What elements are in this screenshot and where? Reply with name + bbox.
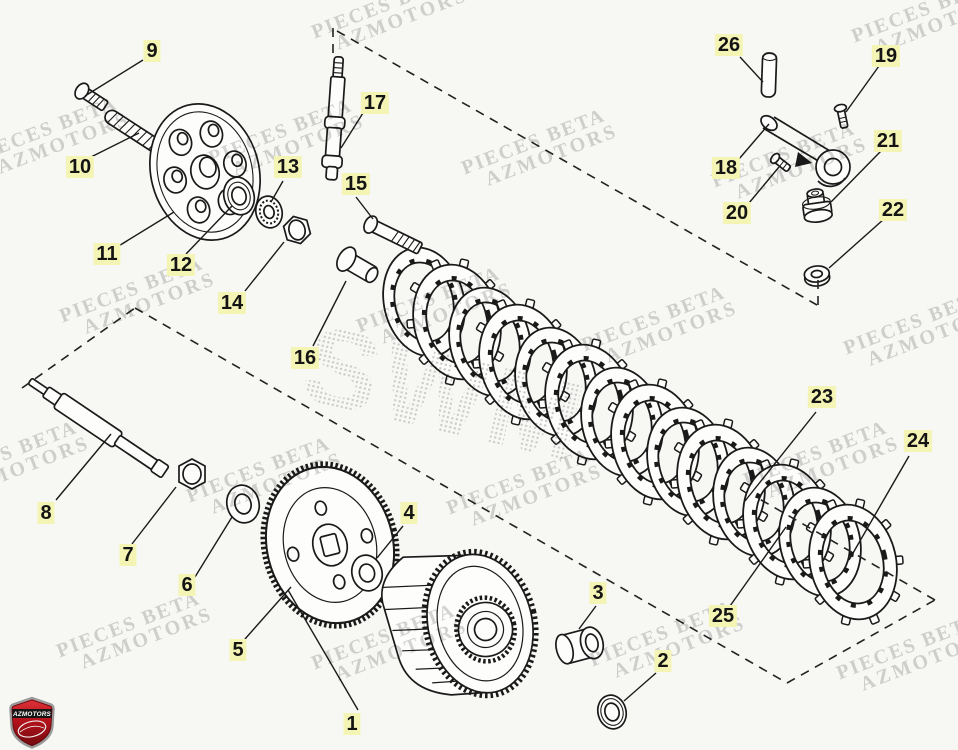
part-label-16: 16 bbox=[290, 347, 320, 369]
part-label-9: 9 bbox=[143, 40, 161, 62]
part-20-screw bbox=[769, 152, 792, 172]
logo-shield-inner-line bbox=[11, 699, 53, 746]
part-4-washer bbox=[350, 554, 384, 592]
part-label-26: 26 bbox=[714, 34, 744, 56]
clutch-plate-stack bbox=[382, 246, 904, 626]
part-17-push-rod bbox=[321, 55, 346, 181]
part-label-23: 23 bbox=[807, 386, 837, 408]
part-label-6: 6 bbox=[178, 574, 196, 596]
part-12-seal-washer bbox=[222, 176, 256, 216]
logo-band bbox=[12, 709, 52, 718]
part-label-7: 7 bbox=[119, 544, 137, 566]
part-21-adjuster-nut bbox=[802, 188, 833, 224]
part-label-22: 22 bbox=[878, 199, 908, 221]
part-label-13: 13 bbox=[273, 156, 303, 178]
part-15-bolt bbox=[363, 215, 423, 255]
part-2-washer bbox=[596, 694, 628, 730]
part-19-screw bbox=[833, 103, 849, 129]
part-6-washer bbox=[225, 484, 261, 524]
part-11-pressure-plate bbox=[149, 103, 261, 241]
logo-swoosh-line bbox=[19, 725, 45, 733]
part-label-3: 3 bbox=[589, 582, 607, 604]
part-label-25: 25 bbox=[708, 605, 738, 627]
part-1-clutch-basket bbox=[380, 548, 539, 699]
part-7-nut bbox=[178, 458, 206, 490]
logo-swoosh bbox=[17, 720, 47, 738]
part-label-4: 4 bbox=[400, 502, 418, 524]
part-label-2: 2 bbox=[654, 650, 672, 672]
azmotors-logo: AZMOTORS bbox=[7, 696, 57, 750]
part-18-clutch-arm bbox=[760, 114, 851, 188]
part-label-21: 21 bbox=[873, 130, 903, 152]
part-3-bushing bbox=[555, 626, 605, 665]
part-22-washer bbox=[803, 265, 831, 287]
part-label-5: 5 bbox=[229, 639, 247, 661]
part-label-14: 14 bbox=[217, 292, 247, 314]
part-label-17: 17 bbox=[360, 92, 390, 114]
part-label-18: 18 bbox=[711, 157, 741, 179]
part-label-15: 15 bbox=[341, 173, 371, 195]
part-14-nut bbox=[282, 215, 312, 245]
part-26-pin bbox=[760, 52, 778, 98]
part-16-lifter-piece bbox=[336, 246, 379, 284]
part-9-bolt bbox=[74, 82, 109, 112]
logo-text: AZMOTORS bbox=[12, 711, 52, 718]
part-label-11: 11 bbox=[93, 243, 121, 265]
part-label-20: 20 bbox=[722, 202, 752, 224]
part-label-19: 19 bbox=[871, 45, 901, 67]
part-label-8: 8 bbox=[37, 502, 55, 524]
dashed-guides bbox=[21, 28, 936, 684]
leader-lines bbox=[55, 56, 910, 711]
part-8-shaft bbox=[27, 378, 170, 479]
part-13-bearing bbox=[254, 195, 284, 229]
azmotors-logo-graphic: AZMOTORS bbox=[9, 696, 55, 749]
part-label-1: 1 bbox=[343, 713, 361, 735]
part-label-10: 10 bbox=[65, 156, 95, 178]
friction-plate bbox=[802, 498, 904, 626]
part-label-24: 24 bbox=[903, 430, 933, 452]
part-label-12: 12 bbox=[166, 254, 196, 276]
